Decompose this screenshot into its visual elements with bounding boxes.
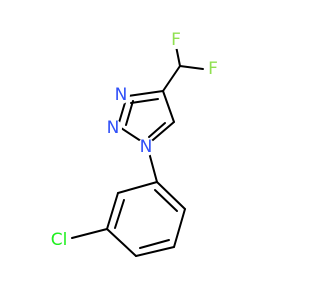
bond-ph-c4-c5-inner [139,239,170,249]
bond-c4-c5 [162,90,175,123]
bond-ph-c6-c1-inner [154,189,178,212]
atom-nitrogen-bottom: N [140,137,153,157]
bond-c-f-right [179,65,204,70]
bond-n2-n3-b [125,100,134,126]
atom-nitrogen-top: N [115,85,128,105]
atom-fluorine-top: F [171,30,181,50]
bond-ph-c5-c6 [173,208,186,248]
bond-n3-c4-double-a [127,90,164,97]
bond-ph-c2-c3-inner [114,199,125,229]
bond-c-f-top [175,45,181,67]
bond-c-cl [71,228,108,239]
bond-n3-c4-double-b [130,98,159,104]
molecule-drawing: F F N N N Cl [50,30,218,257]
bond-ph-c3-c4 [106,228,137,257]
atom-nitrogen-middle: N [107,118,120,138]
bond-ph-c4-c5 [135,246,175,257]
bond-ph-c6-c1 [156,181,186,210]
bond-c5-n1-b [148,122,166,138]
bond-ph-c2-c3 [106,192,119,230]
atom-fluorine-right: F [208,59,218,79]
structure-canvas: F F N N N Cl [50,30,218,257]
bond-ph-c1-c2 [117,181,158,194]
bond-c4-chf2 [162,65,181,92]
atom-chlorine: Cl [51,230,68,250]
